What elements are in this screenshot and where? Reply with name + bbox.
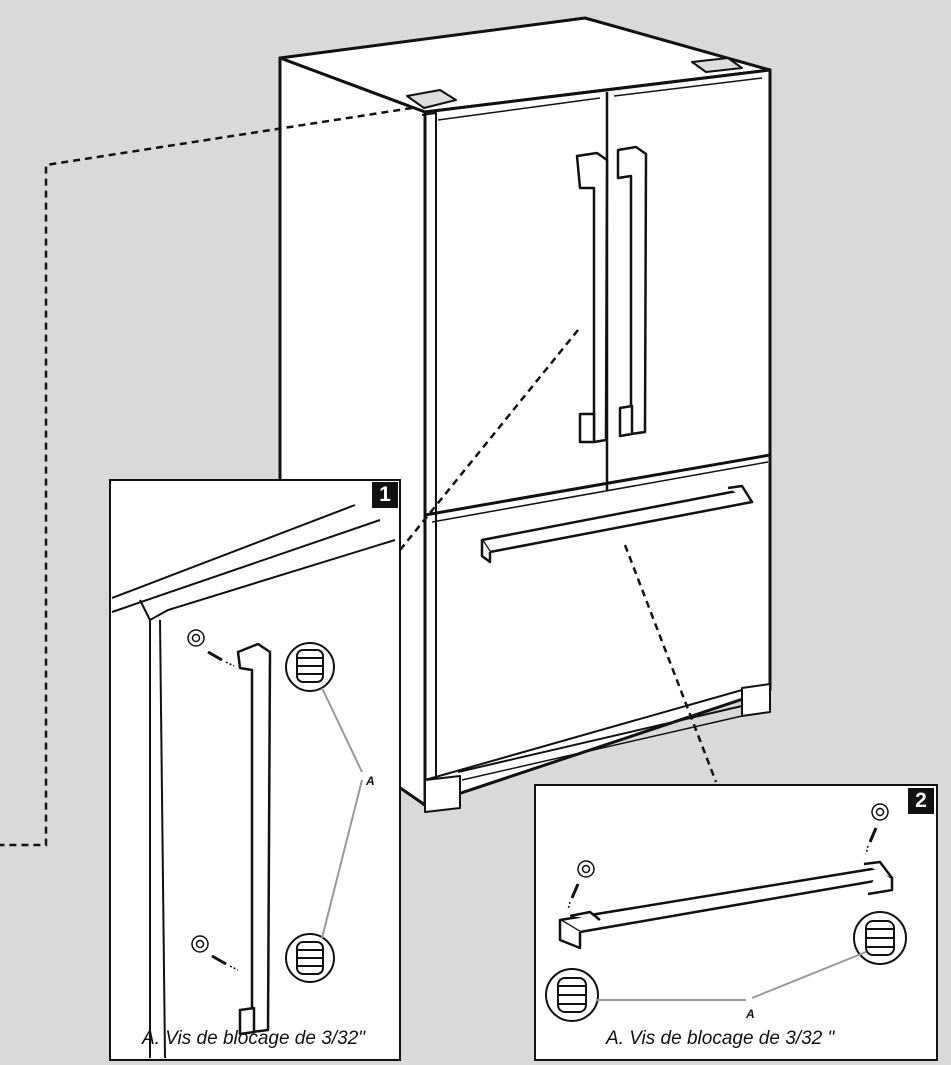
caption-panel-1: A. Vis de blocage de 3/32" [142, 1028, 365, 1049]
detail-panel-2 [534, 784, 938, 1061]
callout-label-a-panel-1: A [366, 774, 375, 788]
callout-label-a-panel-2: A [746, 1007, 755, 1021]
leader-lines [0, 106, 718, 847]
caption-panel-2: A. Vis de blocage de 3/32 " [606, 1028, 835, 1049]
set-screw [187, 629, 239, 971]
step-badge-2: 2 [908, 788, 934, 814]
step-badge-1: 1 [372, 482, 398, 508]
set-screw [567, 803, 889, 911]
door-handle [575, 145, 648, 444]
detail-panel-1 [109, 479, 401, 1061]
drawer-handle [480, 484, 754, 564]
